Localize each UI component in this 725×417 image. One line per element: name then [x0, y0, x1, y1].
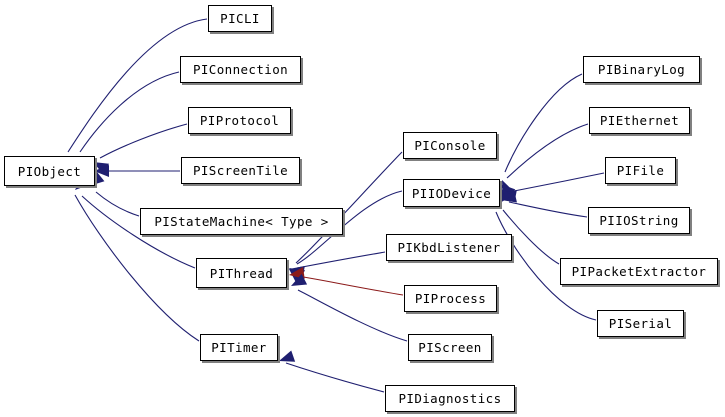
edge-line: [67, 18, 208, 153]
class-node-label: PIDiagnostics: [398, 391, 502, 406]
class-node-piprocess[interactable]: PIProcess: [404, 285, 497, 312]
class-node-label: PITimer: [211, 340, 267, 355]
class-node-label: PIConnection: [192, 62, 289, 77]
class-node-piobject[interactable]: PIObject: [4, 156, 95, 186]
edge-line: [99, 123, 188, 159]
class-node-label: PIBinaryLog: [597, 62, 686, 77]
class-node-label: PIThread: [209, 265, 274, 281]
class-node-pipacketextractor[interactable]: PIPacketExtractor: [560, 258, 718, 285]
edge-line: [508, 201, 588, 218]
class-node-label: PIConsole: [414, 138, 486, 153]
class-node-piiostring[interactable]: PIIOString: [588, 207, 690, 234]
edge-line: [504, 73, 583, 173]
edge-line: [297, 289, 408, 342]
class-node-piiodevice[interactable]: PIIODevice: [403, 179, 500, 207]
edge-line: [296, 251, 386, 269]
class-node-piconnection[interactable]: PIConnection: [180, 56, 301, 83]
class-node-piprotocol[interactable]: PIProtocol: [188, 107, 291, 134]
class-node-label: PIObject: [17, 163, 82, 179]
class-node-label: PIIODevice: [411, 185, 492, 201]
edge-arrowhead: [289, 266, 305, 279]
edge-arrowhead: [289, 269, 305, 284]
class-node-label: PIPacketExtractor: [571, 264, 707, 279]
class-node-piconsole[interactable]: PIConsole: [403, 132, 497, 159]
edge-arrowhead: [501, 190, 517, 203]
edge-line: [79, 71, 180, 153]
edge-arrowhead: [289, 268, 305, 281]
edge-line: [506, 123, 589, 179]
edge-arrowhead: [291, 273, 308, 286]
class-node-pithread[interactable]: PIThread: [196, 258, 287, 288]
class-node-label: PIProcess: [414, 291, 487, 306]
edge-line: [95, 191, 140, 217]
class-node-piethernet[interactable]: PIEthernet: [589, 107, 690, 134]
class-node-picli[interactable]: PICLI: [208, 5, 272, 32]
class-node-label: PIFile: [616, 163, 665, 178]
class-node-pifile[interactable]: PIFile: [605, 157, 676, 184]
edge-arrowhead: [94, 165, 109, 177]
class-node-label: PIScreen: [418, 340, 482, 355]
class-node-pidiagnostics[interactable]: PIDiagnostics: [385, 385, 515, 412]
class-node-label: PIEthernet: [599, 113, 680, 128]
class-node-label: PIStateMachine< Type >: [154, 214, 329, 229]
edge-arrowhead: [501, 189, 517, 202]
edge-arrowhead: [289, 265, 305, 278]
class-node-piscreentile[interactable]: PIScreenTile: [181, 157, 300, 184]
class-node-label: PIProtocol: [199, 113, 280, 128]
edge-line: [508, 172, 605, 193]
class-node-label: PIIOString: [599, 213, 679, 228]
class-node-label: PIScreenTile: [192, 163, 289, 178]
class-node-label: PIKbdListener: [397, 240, 501, 255]
class-node-pitimer[interactable]: PITimer: [200, 334, 278, 361]
edge-line: [285, 362, 385, 393]
class-node-pistatemachine[interactable]: PIStateMachine< Type >: [140, 208, 343, 235]
class-node-pibinarylog[interactable]: PIBinaryLog: [583, 56, 700, 83]
class-node-pikbdlistener[interactable]: PIKbdListener: [386, 234, 512, 261]
class-node-label: PISerial: [608, 316, 673, 331]
class-node-piserial[interactable]: PISerial: [597, 310, 684, 337]
edge-arrowhead: [279, 350, 296, 362]
edge-line: [296, 275, 404, 296]
class-node-piscreen[interactable]: PIScreen: [408, 334, 492, 361]
class-node-label: PICLI: [220, 11, 260, 26]
